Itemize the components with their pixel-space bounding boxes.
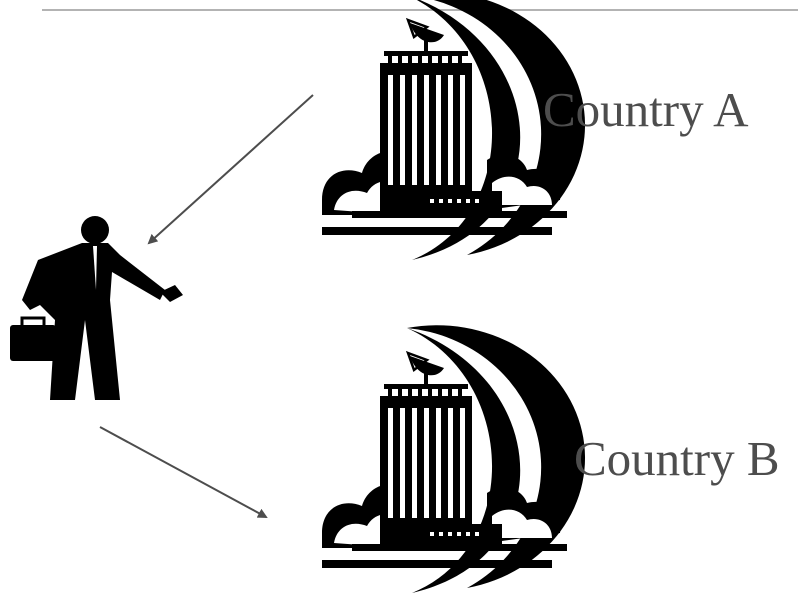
arrow-from-country-a xyxy=(147,94,314,245)
top-divider-line xyxy=(42,9,798,11)
building-b-icon xyxy=(320,324,587,595)
arrow-to-country-b xyxy=(99,426,268,518)
businessman-icon xyxy=(10,216,183,400)
country-b-label: Country B xyxy=(574,431,780,486)
country-a-label: Country A xyxy=(543,82,749,137)
